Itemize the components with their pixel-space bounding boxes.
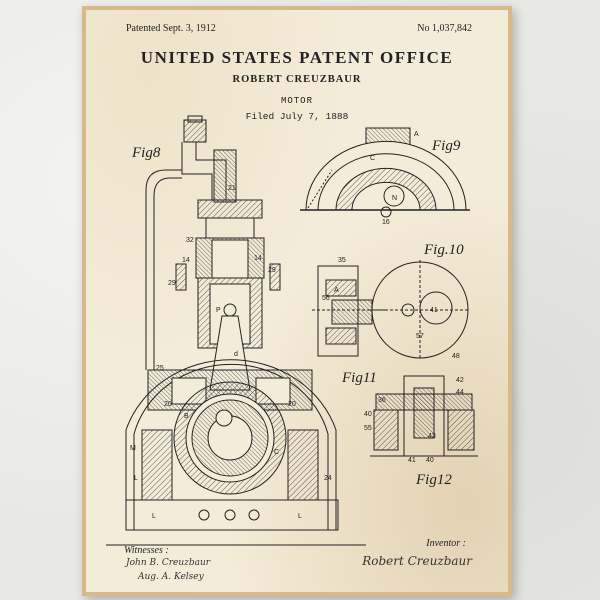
- fig10-label: Fig.10: [423, 242, 464, 258]
- fig9-drawing: [300, 127, 470, 218]
- svg-text:35: 35: [338, 257, 346, 264]
- inventor-label: Inventor :: [426, 538, 466, 549]
- svg-text:L: L: [134, 475, 138, 482]
- invention-name: MOTOR: [280, 96, 313, 106]
- svg-text:40: 40: [426, 457, 434, 464]
- svg-text:56: 56: [322, 295, 330, 302]
- fig12-drawing: [370, 375, 478, 457]
- svg-text:C: C: [274, 449, 279, 456]
- svg-text:20: 20: [164, 401, 172, 408]
- svg-text:48: 48: [452, 353, 460, 360]
- svg-text:29: 29: [168, 280, 176, 287]
- svg-text:B: B: [184, 413, 189, 420]
- svg-text:41: 41: [408, 457, 416, 464]
- fig9-reference-numbers: A C N 16: [370, 131, 419, 226]
- fig10-reference-numbers: 41 57 48: [416, 307, 460, 360]
- svg-text:44: 44: [456, 389, 464, 396]
- svg-text:24: 24: [324, 475, 332, 482]
- svg-text:21: 21: [228, 185, 236, 192]
- svg-text:57: 57: [416, 333, 424, 340]
- witness-signature-2: Aug. A. Kelsey: [138, 572, 204, 582]
- witnesses-label: Witnesses :: [124, 545, 169, 556]
- svg-text:M: M: [130, 445, 136, 452]
- svg-text:d: d: [234, 351, 238, 358]
- fig12-label: Fig12: [415, 472, 452, 488]
- svg-text:41: 41: [430, 307, 438, 314]
- svg-text:16: 16: [382, 219, 390, 226]
- svg-text:29: 29: [268, 267, 276, 274]
- svg-text:L: L: [152, 513, 156, 520]
- fig11-drawing: [312, 265, 386, 357]
- svg-text:14: 14: [182, 257, 190, 264]
- svg-text:43: 43: [428, 433, 436, 440]
- inventor-name: ROBERT CREUZBAUR: [232, 74, 362, 85]
- svg-text:32: 32: [186, 237, 194, 244]
- svg-text:14: 14: [254, 255, 262, 262]
- svg-text:40: 40: [364, 411, 372, 418]
- filed-date: Filed July 7, 1888: [245, 111, 349, 122]
- svg-text:55: 55: [364, 425, 372, 432]
- witness-signature-1: John B. Creuzbaur: [126, 558, 211, 568]
- patent-drawing: Fig8 21 32 14 14 29 29 P d 25 20 20 B C …: [106, 115, 478, 546]
- patented-date: Patented Sept. 3, 1912: [126, 23, 216, 34]
- svg-text:C: C: [370, 155, 375, 162]
- fig12-reference-numbers: 36 40 55 42 44 43 41 40: [364, 377, 464, 464]
- svg-text:20: 20: [288, 401, 296, 408]
- svg-text:42: 42: [456, 377, 464, 384]
- patent-number: No 1,037,842: [417, 23, 472, 34]
- fig11-reference-numbers: 35 56 A: [322, 257, 346, 302]
- patent-print: Patented Sept. 3, 1912 No 1,037,842 UNIT…: [86, 10, 508, 592]
- svg-text:L: L: [298, 513, 302, 520]
- svg-text:36: 36: [378, 397, 386, 404]
- svg-text:P: P: [216, 307, 221, 314]
- svg-text:N: N: [392, 195, 397, 202]
- fig11-label: Fig11: [341, 370, 377, 386]
- svg-text:A: A: [414, 131, 419, 138]
- fig9-label: Fig9: [431, 138, 461, 154]
- fig8-label: Fig8: [131, 145, 161, 161]
- fig8-reference-numbers: 21 32 14 14 29 29 P d 25 20 20 B C M L 2…: [130, 185, 332, 520]
- inventor-signature: Robert Creuzbaur: [362, 554, 472, 568]
- page-title: UNITED STATES PATENT OFFICE: [140, 48, 454, 67]
- svg-text:25: 25: [156, 365, 164, 372]
- fig8-drawing: [106, 115, 366, 546]
- svg-text:A: A: [334, 287, 339, 294]
